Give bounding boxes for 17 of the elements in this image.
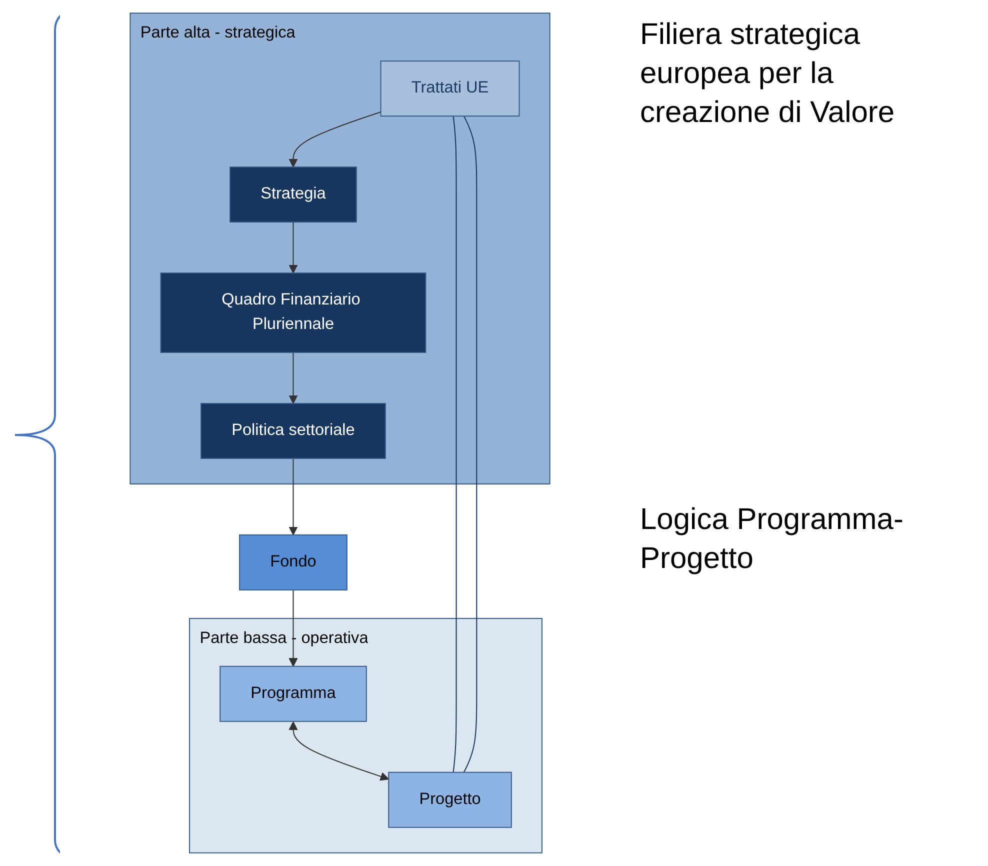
node-box: Fondo <box>239 534 348 590</box>
arrow <box>288 458 298 536</box>
side-note: Filiera strategica europea per la creazione di Valore <box>640 17 896 131</box>
node-box: Politica settoriale <box>200 402 386 459</box>
node-box: Quadro Finanziario Pluriennale <box>160 272 426 353</box>
node-box: Trattati UE <box>380 60 520 117</box>
arrow <box>288 721 390 781</box>
node-box: Strategia <box>230 166 357 223</box>
arrow <box>288 590 298 667</box>
arrow <box>288 111 381 168</box>
node-box: Progetto <box>388 772 512 828</box>
node-box: Programma <box>220 666 367 722</box>
connector <box>452 116 457 772</box>
connector <box>463 116 478 773</box>
arrow <box>288 222 298 274</box>
side-note: Logica Programma-Progetto <box>640 502 904 577</box>
arrow <box>288 352 298 404</box>
